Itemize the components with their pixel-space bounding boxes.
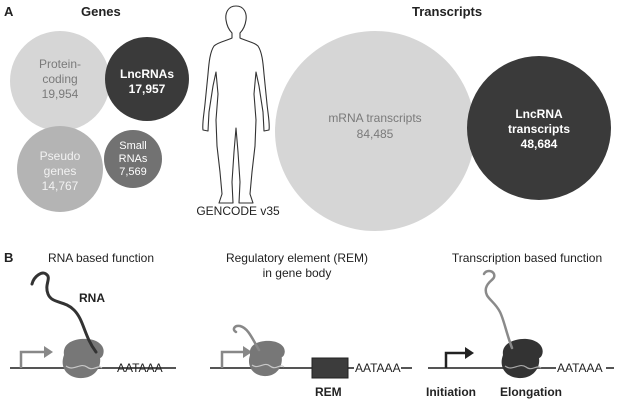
- genes-heading: Genes: [81, 4, 121, 19]
- protein-coding-label-2: coding: [42, 72, 77, 86]
- regulatory-diagram: [210, 324, 412, 379]
- rna-label: RNA: [79, 291, 105, 305]
- regulatory-polya: AATAAA: [355, 361, 401, 375]
- promoter-arrowhead-icon: [243, 346, 252, 358]
- promoter-arrow-icon: [220, 350, 243, 368]
- rem-box: [311, 357, 349, 379]
- pseudogenes-count: 14,767: [42, 179, 79, 193]
- lncrna-transcripts-label-2: transcripts: [508, 122, 570, 136]
- nascent-rna-icon: [232, 324, 261, 352]
- mrna-transcripts-count: 84,485: [357, 127, 394, 141]
- small-rnas-label-1: Small: [119, 140, 147, 152]
- lncrnas-circle: [105, 37, 189, 121]
- small-rnas-count: 7,569: [119, 166, 147, 178]
- promoter-arrow-icon: [19, 350, 44, 368]
- rna-based-title: RNA based function: [48, 251, 154, 265]
- pseudogenes-label-1: Pseudo: [40, 149, 81, 163]
- panel-b-letter: B: [4, 250, 13, 265]
- promoter-arrowhead-icon: [44, 346, 53, 358]
- polymerase-icon: [501, 338, 543, 379]
- regulatory-title-line-1: Regulatory element (REM): [226, 251, 368, 265]
- gencode-caption: GENCODE v35: [196, 204, 280, 218]
- lncrnas-count: 17,957: [129, 82, 166, 96]
- transcription-diagram: [428, 269, 614, 379]
- regulatory-title-line-2: in gene body: [263, 266, 332, 280]
- promoter-arrowhead-icon: [465, 347, 474, 359]
- protein-coding-count: 19,954: [42, 87, 79, 101]
- transcription-title: Transcription based function: [452, 251, 602, 265]
- polymerase-icon: [248, 340, 285, 377]
- protein-coding-circle: [10, 31, 110, 131]
- rem-label: REM: [315, 385, 342, 399]
- transcripts-heading: Transcripts: [412, 4, 482, 19]
- pseudogenes-label-2: genes: [44, 164, 77, 178]
- lncrna-transcripts-circle: [467, 56, 611, 200]
- transcription-polya: AATAAA: [557, 361, 603, 375]
- small-rnas-label-2: RNAs: [119, 153, 148, 165]
- small-rnas-circle: [104, 130, 162, 188]
- mrna-transcripts-circle: [275, 31, 475, 231]
- rna-strand-icon: [30, 271, 98, 354]
- initiation-label: Initiation: [426, 385, 476, 399]
- panel-a-letter: A: [4, 4, 14, 19]
- rna-based-diagram: [10, 271, 176, 379]
- mrna-transcripts-label: mRNA transcripts: [328, 111, 421, 125]
- human-figure-icon: [202, 5, 270, 204]
- rna-based-polya: AATAAA: [117, 361, 163, 375]
- lncrna-transcripts-count: 48,684: [521, 137, 558, 151]
- polymerase-icon: [62, 338, 104, 379]
- promoter-arrow-icon: [444, 351, 465, 368]
- nascent-rna-icon: [482, 269, 514, 350]
- lncrna-transcripts-label-1: LncRNA: [515, 107, 563, 121]
- lncrnas-label: LncRNAs: [120, 67, 174, 81]
- protein-coding-label-1: Protein-: [39, 57, 81, 71]
- pseudogenes-circle: [17, 126, 103, 212]
- elongation-label: Elongation: [500, 385, 562, 399]
